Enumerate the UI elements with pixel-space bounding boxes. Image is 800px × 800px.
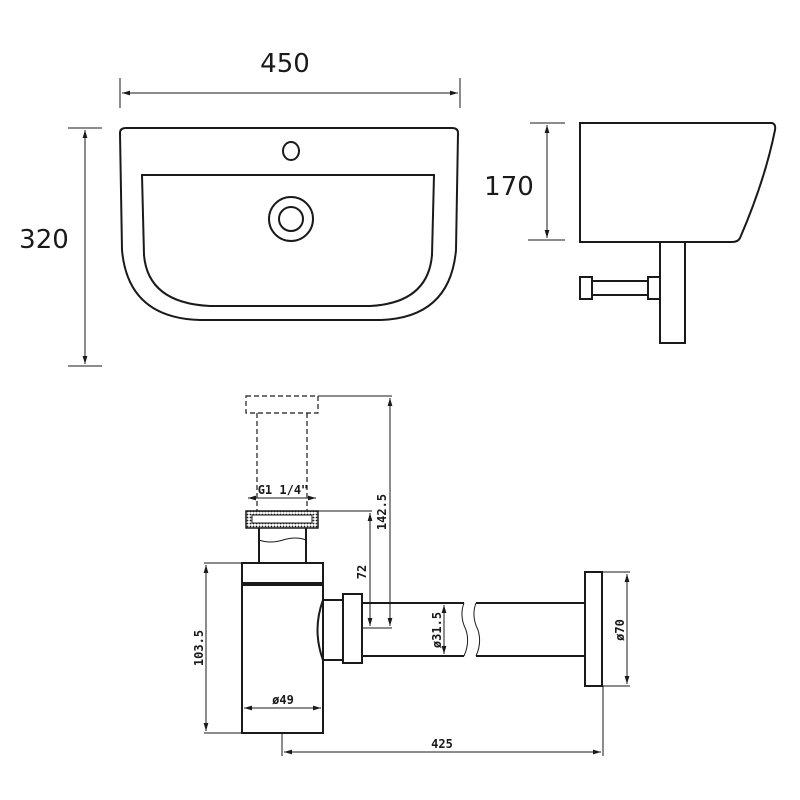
dimension-103-5: 103.5 <box>192 562 242 734</box>
body-height-label: 103.5 <box>192 630 206 666</box>
dimension-depth: 320 <box>19 127 102 367</box>
tap-connector <box>579 276 593 300</box>
waste-pipe <box>659 241 686 344</box>
height-label: 170 <box>484 172 534 202</box>
basin-front-view <box>118 127 460 321</box>
dimension-425: 425 <box>281 686 604 756</box>
outlet-nut <box>342 593 363 664</box>
dimension-31-5: ø31.5 <box>430 605 447 654</box>
drain-outer <box>268 196 314 242</box>
dimension-142-5: 142.5 <box>318 395 393 629</box>
length-label: 425 <box>431 737 453 751</box>
wall-flange <box>584 571 603 687</box>
bottle-trap <box>241 395 603 734</box>
trap-cap <box>241 562 324 584</box>
dimension-thread: G1 1/4" <box>248 483 316 501</box>
dimension-49: ø49 <box>244 693 321 711</box>
outlet-pipe <box>362 602 585 657</box>
height-outlet-label: 72 <box>355 565 369 579</box>
pipe-diameter-label: ø31.5 <box>430 612 444 648</box>
drain-inner <box>278 206 304 232</box>
flange-diameter-label: ø70 <box>613 619 627 641</box>
depth-label: 320 <box>19 225 69 255</box>
thread-label: G1 1/4" <box>258 483 309 497</box>
dimension-width: 450 <box>119 49 461 108</box>
width-label: 450 <box>260 49 310 79</box>
dimension-70: ø70 <box>602 571 630 687</box>
dimension-72: 72 <box>318 510 373 626</box>
body-diameter-label: ø49 <box>272 693 294 707</box>
height-total-label: 142.5 <box>375 494 389 530</box>
basin-side-view <box>579 122 777 344</box>
trap-body <box>241 584 324 734</box>
dimension-height: 170 <box>484 122 565 241</box>
tap-hole <box>282 141 300 161</box>
